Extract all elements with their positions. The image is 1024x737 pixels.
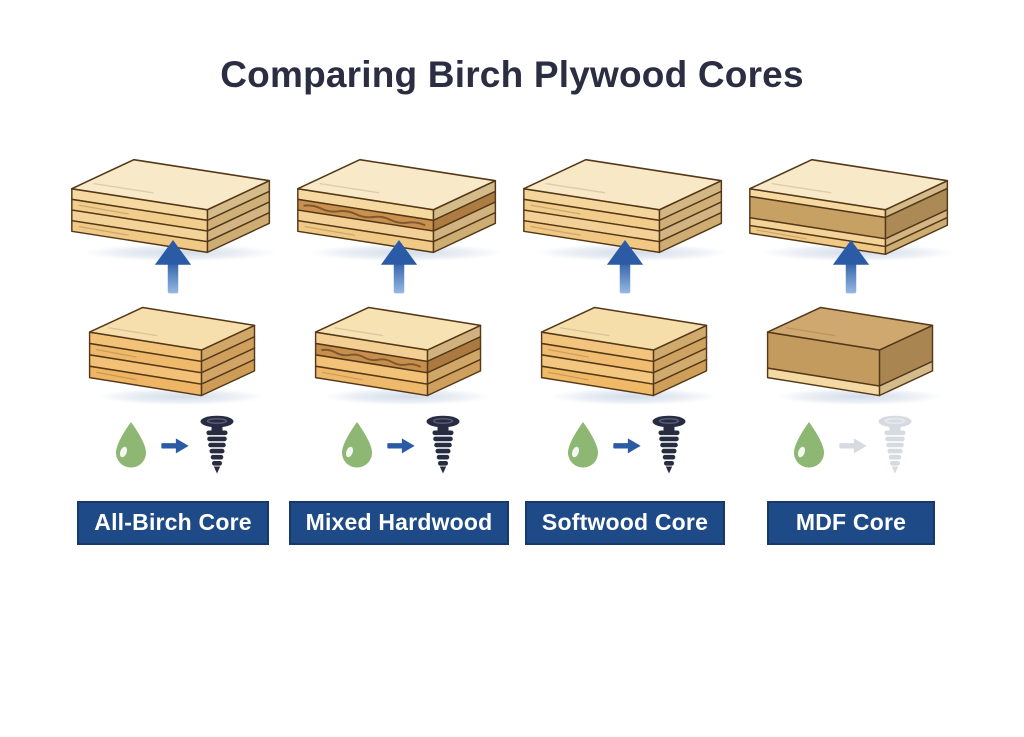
water-drop-icon	[111, 419, 151, 471]
arrow-right-icon	[160, 437, 190, 455]
infographic: Comparing Birch Plywood Cores All-Birch …	[0, 54, 1024, 546]
plywood-stack-illustration	[744, 150, 959, 265]
core-label-text: Softwood Core	[541, 509, 709, 536]
arrow-up-icon	[604, 239, 646, 294]
comparison-columns: All-Birch Core Mixed Hardwood Softwood C…	[0, 150, 1024, 546]
core-block-illustration	[760, 298, 942, 405]
screw-icon	[651, 414, 687, 476]
plywood-stack-illustration	[518, 150, 733, 265]
column-softwood-core: Softwood Core	[512, 150, 738, 546]
screw-icon	[425, 414, 461, 476]
arrow-right-icon	[612, 437, 642, 455]
arrow-up-icon	[830, 239, 872, 294]
core-label: Mixed Hardwood	[288, 501, 510, 546]
core-label-text: Mixed Hardwood	[305, 509, 493, 536]
core-block-illustration	[308, 298, 490, 405]
core-label: Softwood Core	[524, 501, 726, 546]
screw-icon	[877, 414, 913, 476]
core-block-illustration	[534, 298, 716, 405]
water-drop-icon	[563, 419, 603, 471]
core-label: MDF Core	[767, 501, 935, 546]
screw-icon	[199, 414, 235, 476]
water-drop-icon	[789, 419, 829, 471]
arrow-up-icon	[378, 239, 420, 294]
arrow-right-icon	[386, 437, 416, 455]
core-label-text: All-Birch Core	[94, 509, 252, 536]
core-label: All-Birch Core	[77, 501, 269, 546]
page-title: Comparing Birch Plywood Cores	[220, 54, 804, 95]
column-all-birch-core: All-Birch Core	[60, 150, 286, 546]
core-block-illustration	[82, 298, 264, 405]
core-label-text: MDF Core	[795, 509, 907, 536]
column-mdf-core: MDF Core	[738, 150, 964, 546]
column-mixed-hardwood: Mixed Hardwood	[286, 150, 512, 546]
water-drop-icon	[337, 419, 377, 471]
arrow-up-icon	[152, 239, 194, 294]
arrow-right-icon	[838, 437, 868, 455]
